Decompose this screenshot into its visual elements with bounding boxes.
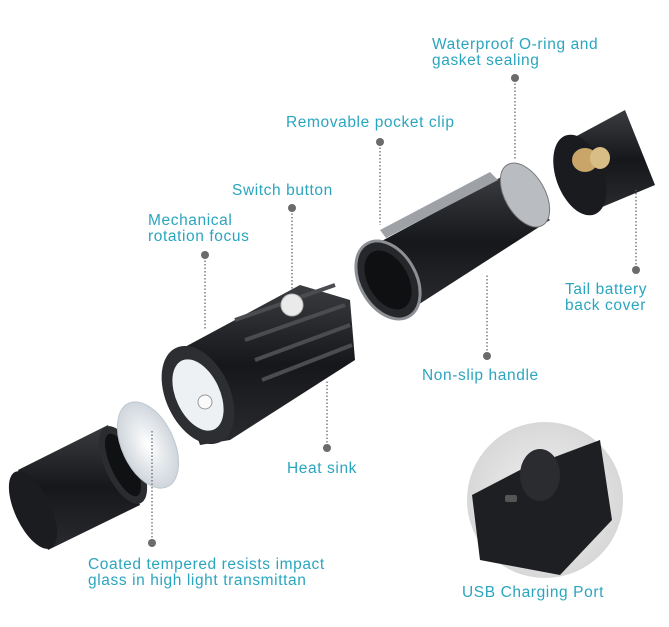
label-handle: Non-slip handle xyxy=(422,367,539,384)
label-focus: Mechanical rotation focus xyxy=(148,213,249,245)
label-oring-line1: Waterproof O-ring and xyxy=(432,36,599,53)
label-oring: Waterproof O-ring and gasket sealing xyxy=(432,37,598,69)
label-tail: Tail battery back cover xyxy=(565,282,647,314)
usb-port-inset xyxy=(467,422,623,578)
label-oring-line2: gasket sealing xyxy=(432,52,540,69)
label-glass-line1: Coated tempered resists impact xyxy=(88,556,325,573)
label-usb: USB Charging Port xyxy=(462,584,605,601)
pointer-dots xyxy=(148,74,640,547)
tail-cap xyxy=(553,110,655,216)
label-glass-line2: glass in high light transmittan xyxy=(88,572,307,589)
bezel-ring xyxy=(8,425,148,550)
label-focus-line2: rotation focus xyxy=(148,228,250,245)
pointer-lines xyxy=(151,80,637,541)
flashlight-body xyxy=(354,162,551,321)
flashlight-head xyxy=(161,283,355,445)
label-glass: Coated tempered resists impact glass in … xyxy=(88,557,325,589)
glass-lens xyxy=(116,401,180,489)
label-switch: Switch button xyxy=(232,182,333,199)
label-focus-line1: Mechanical xyxy=(148,212,233,229)
label-tail-line1: Tail battery xyxy=(565,281,648,298)
label-tail-line2: back cover xyxy=(565,297,646,314)
label-clip: Removable pocket clip xyxy=(286,114,455,131)
label-heatsink: Heat sink xyxy=(287,460,358,477)
